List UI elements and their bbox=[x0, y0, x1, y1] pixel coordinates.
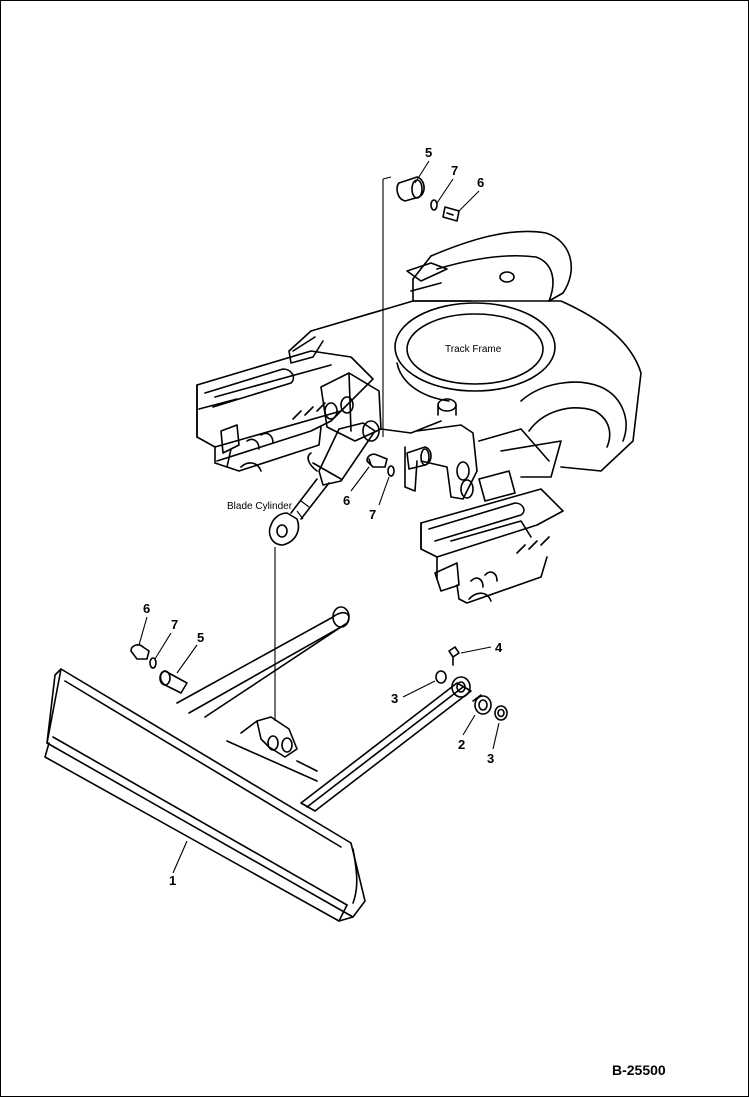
callout-7-top: 7 bbox=[451, 163, 458, 178]
blade-cylinder bbox=[268, 420, 380, 546]
blade-cylinder-label: Blade Cylinder bbox=[227, 501, 293, 512]
leader-7-middle bbox=[378, 476, 390, 506]
blade bbox=[44, 668, 366, 922]
leader-3-left bbox=[402, 680, 436, 698]
callout-6-lower: 6 bbox=[143, 601, 150, 616]
callout-7-middle: 7 bbox=[369, 507, 376, 522]
right-bushing-assembly bbox=[435, 646, 508, 721]
leader-4 bbox=[460, 646, 492, 654]
leader-6-top bbox=[458, 190, 480, 212]
leader-7-top bbox=[436, 178, 454, 204]
drawing-code: B-25500 bbox=[612, 1062, 666, 1078]
callout-3-left: 3 bbox=[391, 691, 398, 706]
leader-7-lower bbox=[154, 632, 172, 660]
leader-5-top bbox=[414, 160, 430, 184]
callouts: 1 2 3 3 4 5 5 6 6 6 7 7 7 bbox=[138, 145, 503, 888]
blade-cylinder-leader bbox=[296, 510, 304, 520]
track-frame bbox=[196, 230, 642, 604]
blade-arms bbox=[176, 606, 472, 812]
callout-4: 4 bbox=[495, 640, 503, 655]
callout-6-top: 6 bbox=[477, 175, 484, 190]
callout-2: 2 bbox=[458, 737, 465, 752]
leader-3-right bbox=[492, 722, 500, 750]
track-frame-label: Track Frame bbox=[445, 344, 502, 355]
upper-pin-assembly bbox=[366, 176, 460, 477]
leader-1 bbox=[172, 840, 188, 874]
callout-5-top: 5 bbox=[425, 145, 432, 160]
callout-7-lower: 7 bbox=[171, 617, 178, 632]
callout-1: 1 bbox=[169, 873, 176, 888]
leader-5-lower bbox=[176, 644, 198, 674]
callout-6-middle: 6 bbox=[343, 493, 350, 508]
callout-3-right: 3 bbox=[487, 751, 494, 766]
lower-pin-assembly bbox=[130, 644, 188, 694]
leader-2 bbox=[462, 714, 476, 736]
leader-6-lower bbox=[138, 616, 148, 646]
leader-6-middle bbox=[350, 466, 370, 492]
callout-5-lower: 5 bbox=[197, 630, 204, 645]
